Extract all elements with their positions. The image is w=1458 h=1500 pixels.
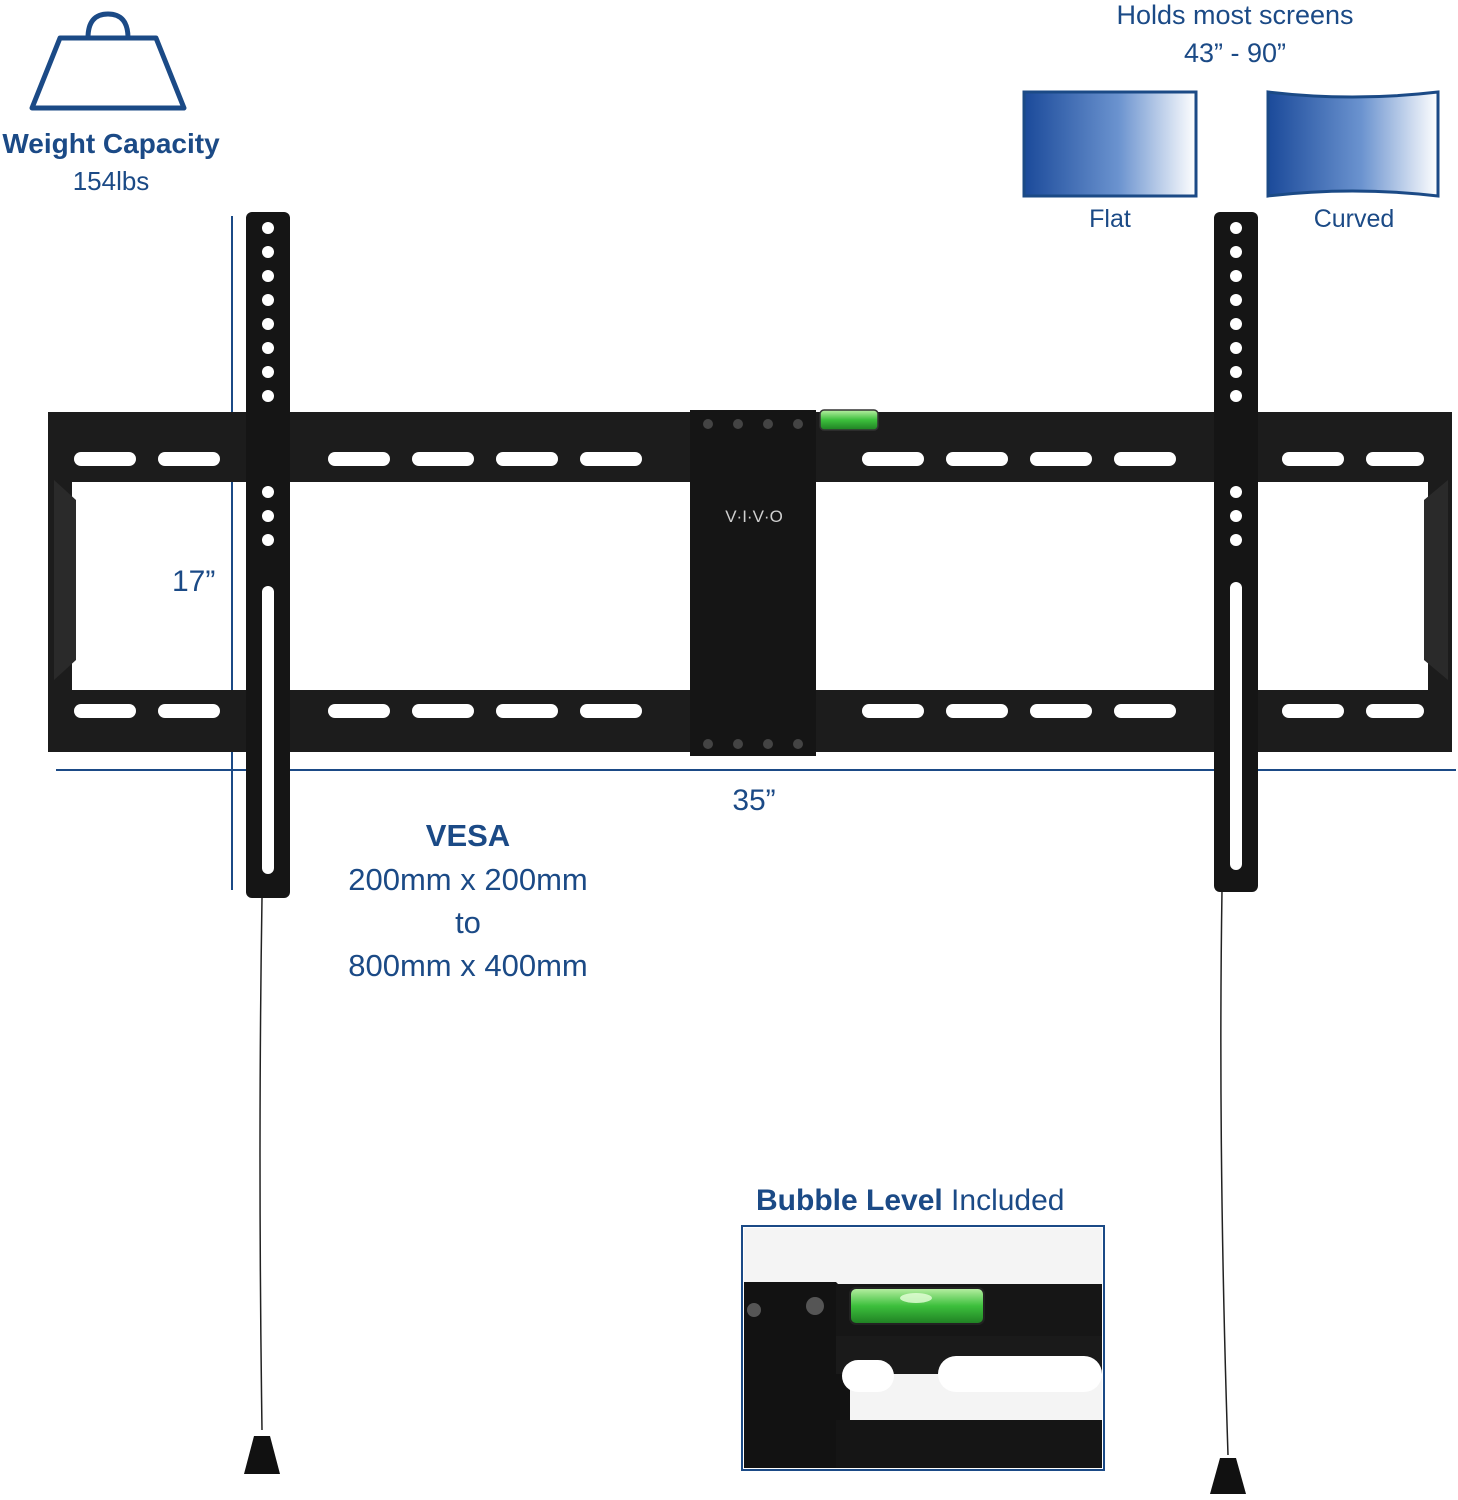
bubble-level-caption-bold: Bubble Level <box>756 1184 943 1217</box>
vesa-title: VESA <box>425 818 511 853</box>
center-plate <box>690 410 816 756</box>
curved-screen-icon <box>1266 90 1440 198</box>
rail-slots <box>74 452 1424 718</box>
curved-label: Curved <box>1313 205 1395 233</box>
center-plate-screws <box>703 419 803 749</box>
bubble-level-caption-rest: Included <box>942 1184 1065 1217</box>
screens-title: Holds most screens <box>1116 0 1354 30</box>
vivo-logo: V·I·V·O <box>725 507 783 526</box>
frame-bubble-level <box>819 409 879 431</box>
bubble-level-caption: Bubble Level Included <box>756 1184 1064 1218</box>
weight-capacity-label: Weight Capacity <box>2 128 220 159</box>
width-dimension-label: 35” <box>732 784 776 817</box>
right-arm <box>1214 212 1258 892</box>
cord-weight-right <box>1210 1458 1246 1494</box>
bubble-level-inset <box>741 1225 1105 1471</box>
flat-screen-icon <box>1022 90 1198 198</box>
cord-weight-left <box>244 1436 280 1474</box>
height-dimension-label: 17” <box>172 565 216 598</box>
screens-range: 43” - 90” <box>1183 38 1287 68</box>
vesa-line3: 800mm x 400mm <box>348 948 588 983</box>
pull-cords <box>259 889 1229 1456</box>
vesa-line1: 200mm x 200mm <box>348 862 588 897</box>
vesa-line2: to <box>455 905 481 940</box>
weight-icon <box>29 11 187 111</box>
weight-capacity-value: 154lbs <box>72 166 150 196</box>
left-arm <box>246 212 290 898</box>
flat-label: Flat <box>1089 205 1131 233</box>
